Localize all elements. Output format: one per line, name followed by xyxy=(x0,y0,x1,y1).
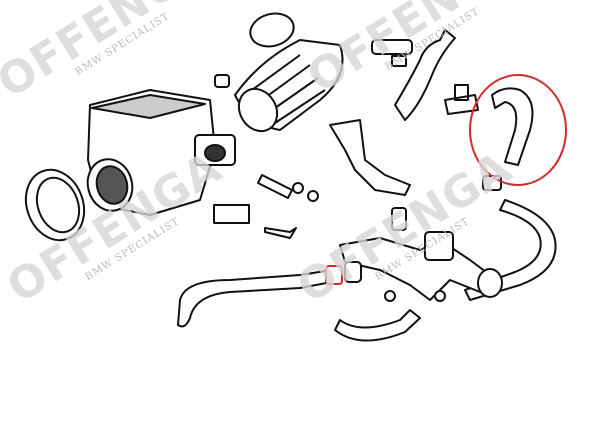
t-fitting xyxy=(444,84,479,115)
bracket xyxy=(329,119,411,196)
intake-boot xyxy=(234,12,344,133)
grommet xyxy=(214,74,230,88)
lower-left-hose xyxy=(177,269,333,328)
throttle-body xyxy=(86,89,236,216)
lower-middle-hose xyxy=(334,309,421,342)
clamp-ring xyxy=(24,168,86,242)
highlighted-hose xyxy=(491,87,534,166)
upper-hose xyxy=(394,29,456,121)
connector xyxy=(213,204,250,224)
right-hose xyxy=(464,199,557,301)
highlight-circle xyxy=(469,74,567,186)
sensor xyxy=(257,174,293,199)
